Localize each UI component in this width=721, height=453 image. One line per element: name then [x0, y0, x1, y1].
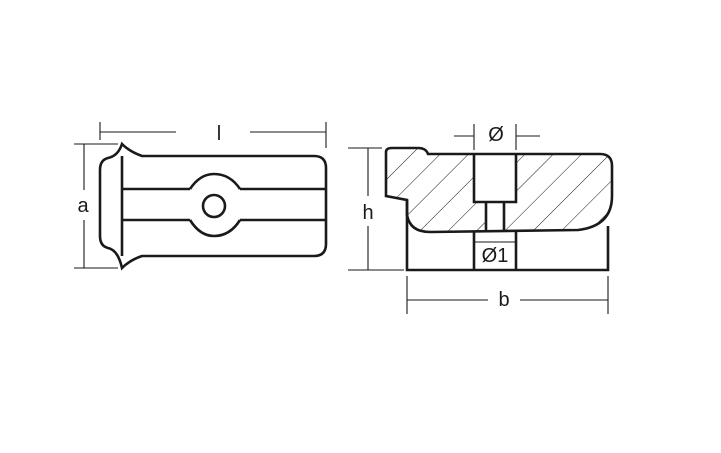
label-width: a	[77, 195, 89, 217]
label-base: b	[498, 289, 509, 311]
hole-boss	[188, 172, 242, 238]
top-view: l a	[74, 122, 328, 271]
dimension-hole-diameter: Ø	[454, 124, 540, 150]
label-length: l	[217, 123, 221, 145]
bolt-hole	[484, 202, 506, 232]
label-bolt-diameter: Ø1	[482, 245, 509, 267]
hole-circle	[201, 193, 227, 219]
section-outline	[384, 146, 614, 234]
label-hole-diameter: Ø	[488, 124, 504, 146]
bolt-bore	[472, 232, 518, 270]
top-view-outline	[98, 141, 328, 271]
dimension-base: b	[406, 276, 609, 314]
dimension-width: a	[74, 143, 118, 269]
dimension-height: h	[348, 147, 404, 271]
counterbore	[472, 154, 518, 204]
dimension-bolt-diameter: Ø1	[474, 241, 516, 267]
base-block	[405, 200, 610, 272]
label-height: h	[362, 202, 373, 224]
dimension-length: l	[99, 122, 327, 148]
section-view: Ø Ø1 h b	[348, 124, 614, 314]
